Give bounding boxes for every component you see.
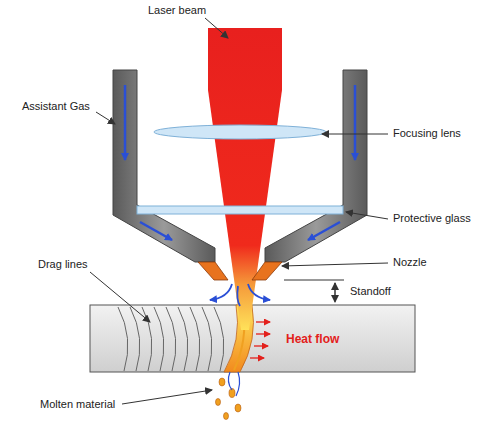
nozzle-label: Nozzle bbox=[393, 256, 427, 269]
drag-lines-label: Drag lines bbox=[38, 258, 88, 271]
lens-label: Focusing lens bbox=[393, 127, 461, 140]
gas-label: Assistant Gas bbox=[22, 100, 90, 113]
beam-label: Laser beam bbox=[148, 4, 206, 17]
glass-label: Protective glass bbox=[393, 212, 471, 225]
molten-label: Molten material bbox=[40, 398, 115, 411]
standoff-label: Standoff bbox=[350, 285, 391, 298]
heat-flow-label: Heat flow bbox=[286, 333, 339, 346]
